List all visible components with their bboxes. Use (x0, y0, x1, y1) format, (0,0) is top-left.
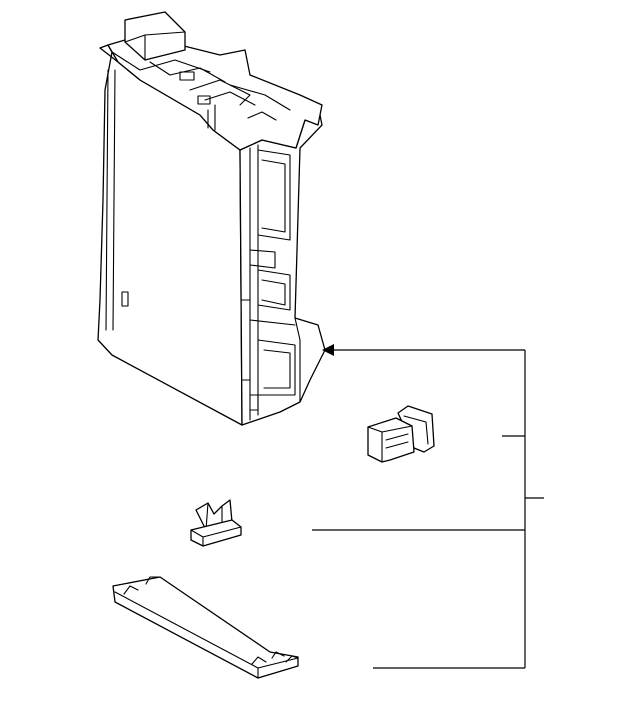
clip-part[interactable] (190, 499, 242, 547)
junction-block-assembly[interactable] (97, 11, 326, 426)
relay-part[interactable] (367, 405, 435, 463)
callout-arrowhead (322, 344, 334, 356)
cover-part[interactable] (112, 576, 299, 679)
callout-leaders (312, 344, 544, 669)
